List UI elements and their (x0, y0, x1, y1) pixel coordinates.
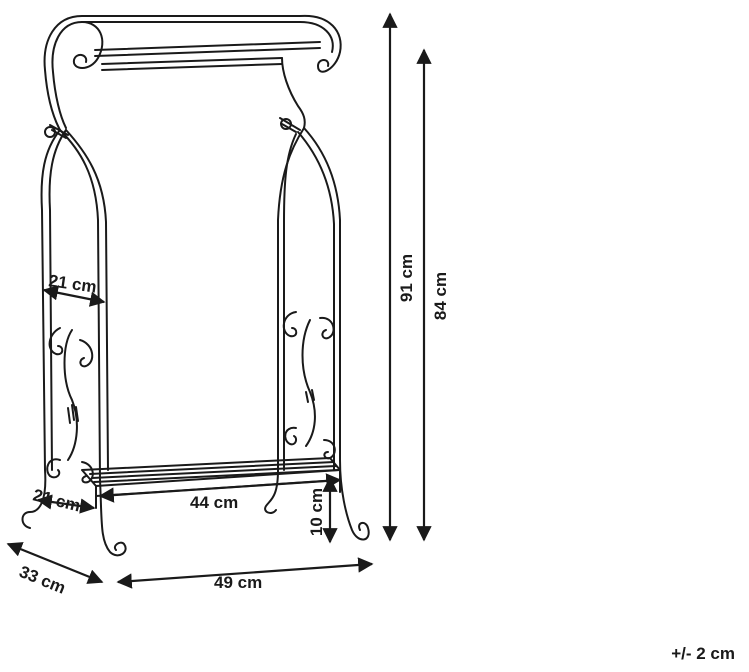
tolerance-note: +/- 2 cm (671, 644, 735, 663)
lower-rail (101, 57, 283, 65)
inner-width-arrow (42, 285, 106, 307)
total-width-arrow (116, 557, 374, 589)
shelf-width-arrow (98, 473, 342, 503)
shelf-width-label: 44 cm (190, 493, 238, 512)
total-depth-arrow (6, 542, 104, 584)
total-height-label: 91 cm (397, 254, 416, 302)
left-front-leg (21, 129, 61, 529)
right-back-leg (303, 127, 370, 541)
inner-depth-label: 21 cm (31, 485, 82, 515)
middle-rail (94, 41, 321, 51)
inner-depth-arrow (36, 494, 96, 514)
shelf-height-label: 10 cm (307, 488, 326, 536)
total-width-label: 49 cm (214, 573, 262, 592)
towel-rack-illustration (21, 14, 370, 557)
total-depth-label: 33 cm (17, 562, 69, 598)
rail-height-label: 84 cm (431, 272, 450, 320)
left-back-leg (59, 129, 127, 557)
dimension-lines (6, 12, 432, 589)
